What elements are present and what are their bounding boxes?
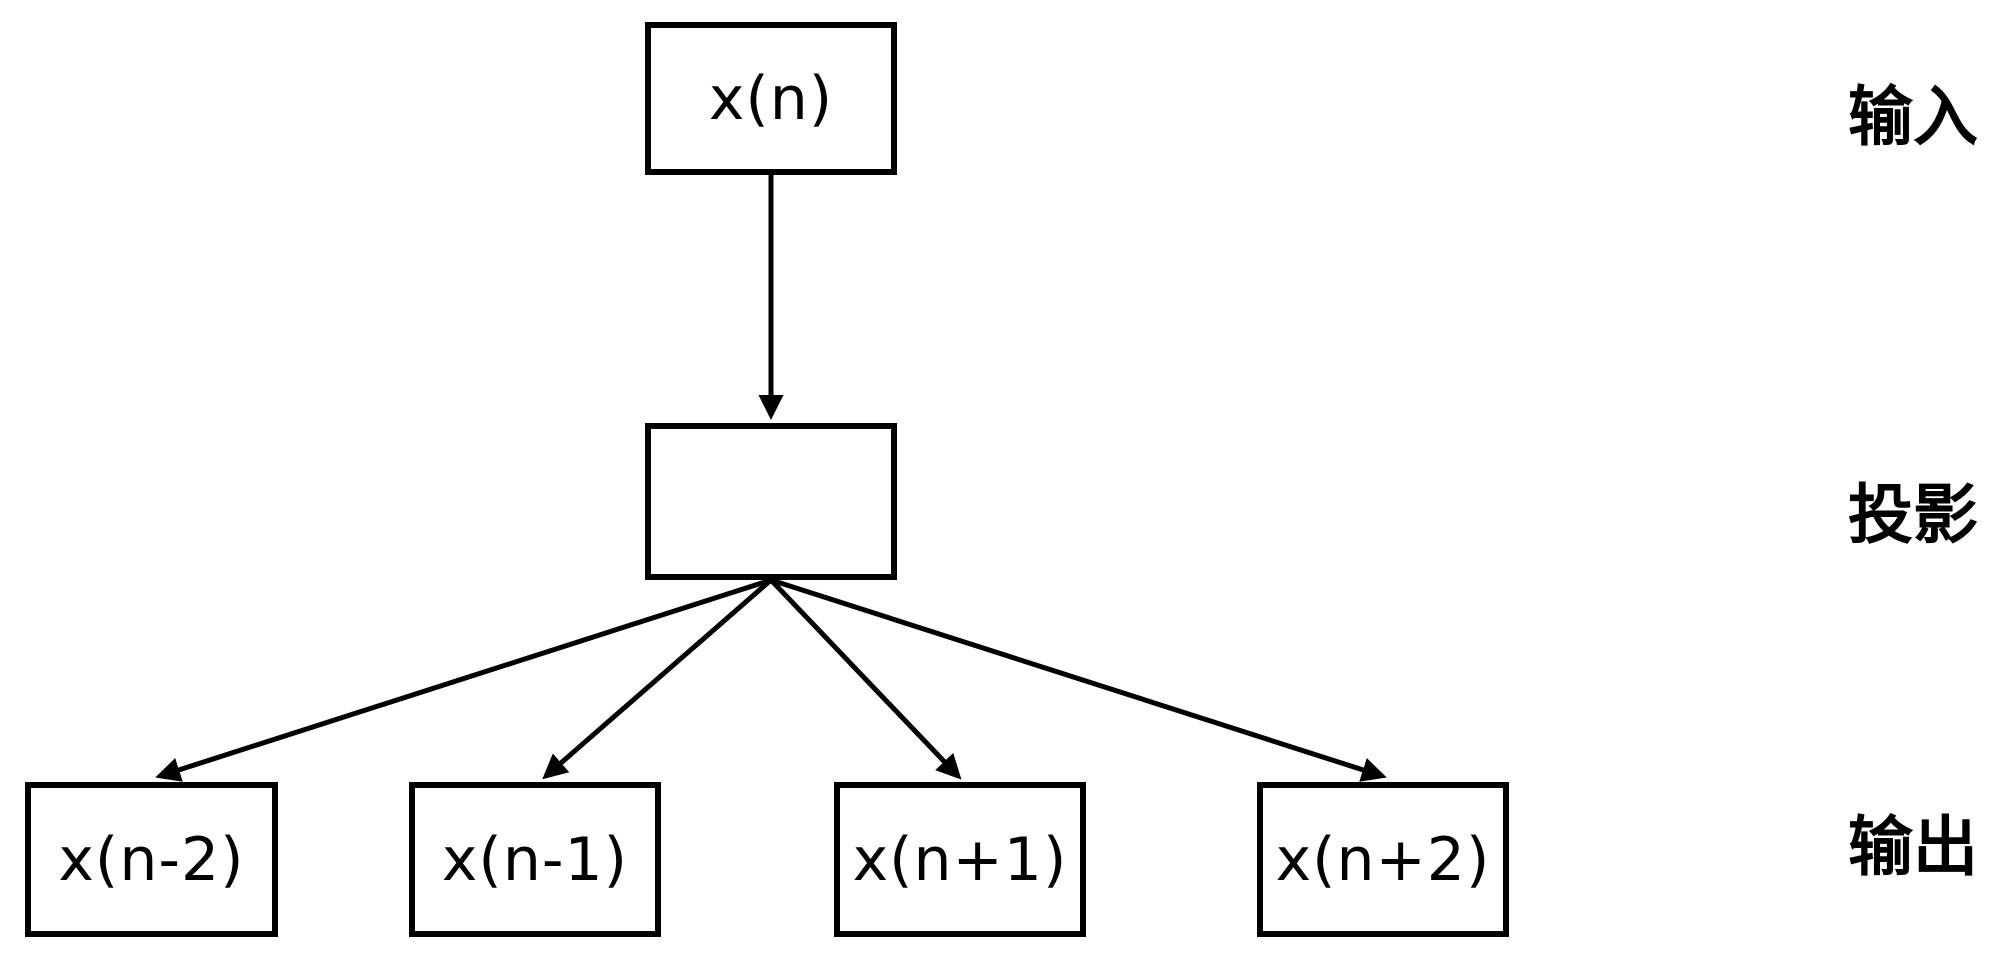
input-node-label: x(n) xyxy=(708,63,834,134)
arrow-projection-to-output-4 xyxy=(770,577,1387,782)
output-node-4: x(n+2) xyxy=(1257,782,1509,937)
stage-label-output: 输出 xyxy=(1848,810,1979,885)
output-node-1: x(n-2) xyxy=(25,782,278,937)
output-node-3: x(n+1) xyxy=(834,782,1086,937)
output-node-1-label: x(n-2) xyxy=(58,824,245,895)
stage-label-projection: 投影 xyxy=(1848,478,1979,553)
output-node-2-label: x(n-1) xyxy=(441,824,629,895)
output-node-3-label: x(n+1) xyxy=(852,824,1068,895)
arrow-projection-to-output-1 xyxy=(155,577,772,782)
output-node-4-label: x(n+2) xyxy=(1275,824,1491,895)
stage-label-input: 输入 xyxy=(1848,80,1979,155)
arrow-projection-to-output-3 xyxy=(769,578,962,780)
output-node-2: x(n-1) xyxy=(409,782,661,937)
input-node: x(n) xyxy=(645,22,897,175)
arrow-projection-to-output-2 xyxy=(542,578,773,780)
projection-node xyxy=(645,423,897,580)
